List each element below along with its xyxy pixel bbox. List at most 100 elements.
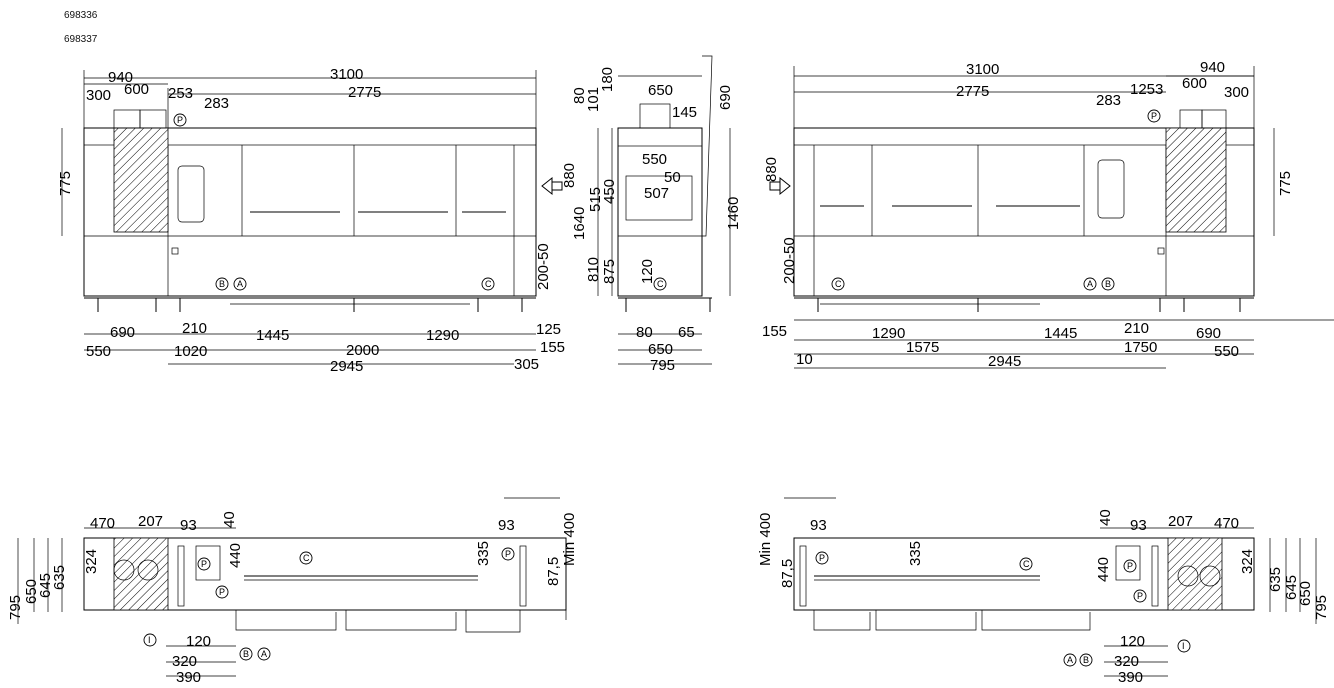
marker-i-plan: I [148,635,151,645]
right-plan-view: Min 400 93 87,5 335 40 440 93 207 470 32… [757,497,1330,686]
dim-324-r: 324 [1239,549,1256,574]
dim-min-400: Min 400 [561,513,578,566]
dim-600-r: 600 [1182,75,1207,92]
marker-c-plan: C [303,553,310,563]
dim-1445: 1445 [256,327,289,344]
dim-155-r: 155 [762,323,787,340]
marker-i-rplan: I [1182,641,1185,651]
dim-2000: 2000 [346,342,379,359]
marker-p-rplan2: P [1127,561,1133,571]
marker-p-plan3: P [505,549,511,559]
model-code-2: 698337 [64,34,98,45]
dim-87-5: 87,5 [545,557,562,586]
dim-65: 65 [678,324,695,341]
dim-320-p: 320 [172,653,197,670]
dim-200-50-r: 200-50 [781,237,798,284]
marker-c-rplan: C [1023,559,1030,569]
dim-101: 101 [585,87,602,112]
dim-600: 600 [124,81,149,98]
dim-1290: 1290 [426,327,459,344]
dim-795-r: 795 [1313,595,1330,620]
marker-p: P [177,115,183,125]
dim-324: 324 [83,549,100,574]
marker-b: B [219,279,225,289]
dim-210-r: 210 [1124,320,1149,337]
dim-3100-r: 3100 [966,61,999,78]
marker-p-r: P [1151,111,1157,121]
dim-440: 440 [227,543,244,568]
dim-207-r: 207 [1168,513,1193,530]
dim-690-r: 690 [1196,325,1221,342]
dim-875: 875 [601,259,618,284]
dim-940-r: 940 [1200,59,1225,76]
dim-690: 690 [110,324,135,341]
dim-335: 335 [475,541,492,566]
marker-p-rplan1: P [819,553,825,563]
dim-40: 40 [221,511,238,528]
dim-390-p: 390 [176,669,201,686]
marker-p-rplan3: P [1137,591,1143,601]
dim-550: 550 [86,343,111,360]
dim-650-bottom: 650 [648,341,673,358]
marker-c-side: C [657,279,664,289]
dim-1253: 1253 [1130,81,1163,98]
dim-80-bottom: 80 [636,324,653,341]
dim-207: 207 [138,513,163,530]
dim-210: 210 [182,320,207,337]
marker-b-plan: B [243,649,249,659]
dim-470: 470 [90,515,115,532]
dim-1750: 1750 [1124,339,1157,356]
dim-93-p2: 93 [498,517,515,534]
dim-87-5-r: 87,5 [779,559,796,588]
dim-1575: 1575 [906,339,939,356]
dim-450: 450 [601,179,618,204]
dim-775-r: 775 [1277,171,1294,196]
marker-a-plan: A [261,649,267,659]
dim-880: 880 [561,163,578,188]
dim-283: 283 [204,95,229,112]
dim-155: 155 [540,339,565,356]
dim-2945-r: 2945 [988,353,1021,370]
dim-440-r: 440 [1095,557,1112,582]
dim-635-r: 635 [1267,567,1284,592]
marker-a: A [237,279,243,289]
dim-120-p: 120 [186,633,211,650]
dim-795-p: 795 [7,595,24,620]
dim-200-50: 200-50 [535,243,552,290]
dim-1445-r: 1445 [1044,325,1077,342]
dim-2775-r: 2775 [956,83,989,100]
marker-c-r: C [835,279,842,289]
dim-1020: 1020 [174,343,207,360]
dim-80: 80 [571,87,588,104]
marker-c: C [485,279,492,289]
dim-253: 253 [168,85,193,102]
left-front-view: 940 300 600 253 283 3100 2775 775 690 21… [57,66,565,375]
dim-300: 300 [86,87,111,104]
dim-507: 507 [644,185,669,202]
dim-390-r: 390 [1118,669,1143,686]
dim-2945: 2945 [330,358,363,375]
dim-93-r1: 93 [810,517,827,534]
marker-p-plan2: P [219,587,225,597]
marker-p-plan1: P [201,559,207,569]
dim-650-p: 650 [23,579,40,604]
dim-645-r: 645 [1283,575,1300,600]
dim-335-r: 335 [907,541,924,566]
dim-550-side: 550 [642,151,667,168]
dim-180: 180 [599,67,616,92]
dim-93-r2: 93 [1130,517,1147,534]
dim-635-p: 635 [51,565,68,590]
dim-470-r: 470 [1214,515,1239,532]
side-view: C 80 101 180 650 145 690 550 50 507 880 … [535,55,742,374]
dim-645-p: 645 [37,573,54,598]
dim-810: 810 [585,257,602,282]
dim-550-r: 550 [1214,343,1239,360]
dim-50: 50 [664,169,681,186]
dim-1460: 1460 [725,197,742,230]
dim-283-r: 283 [1096,92,1121,109]
marker-a-r: A [1087,279,1093,289]
dim-2775: 2775 [348,84,381,101]
dim-125: 125 [536,321,561,338]
dim-120-r: 120 [1120,633,1145,650]
